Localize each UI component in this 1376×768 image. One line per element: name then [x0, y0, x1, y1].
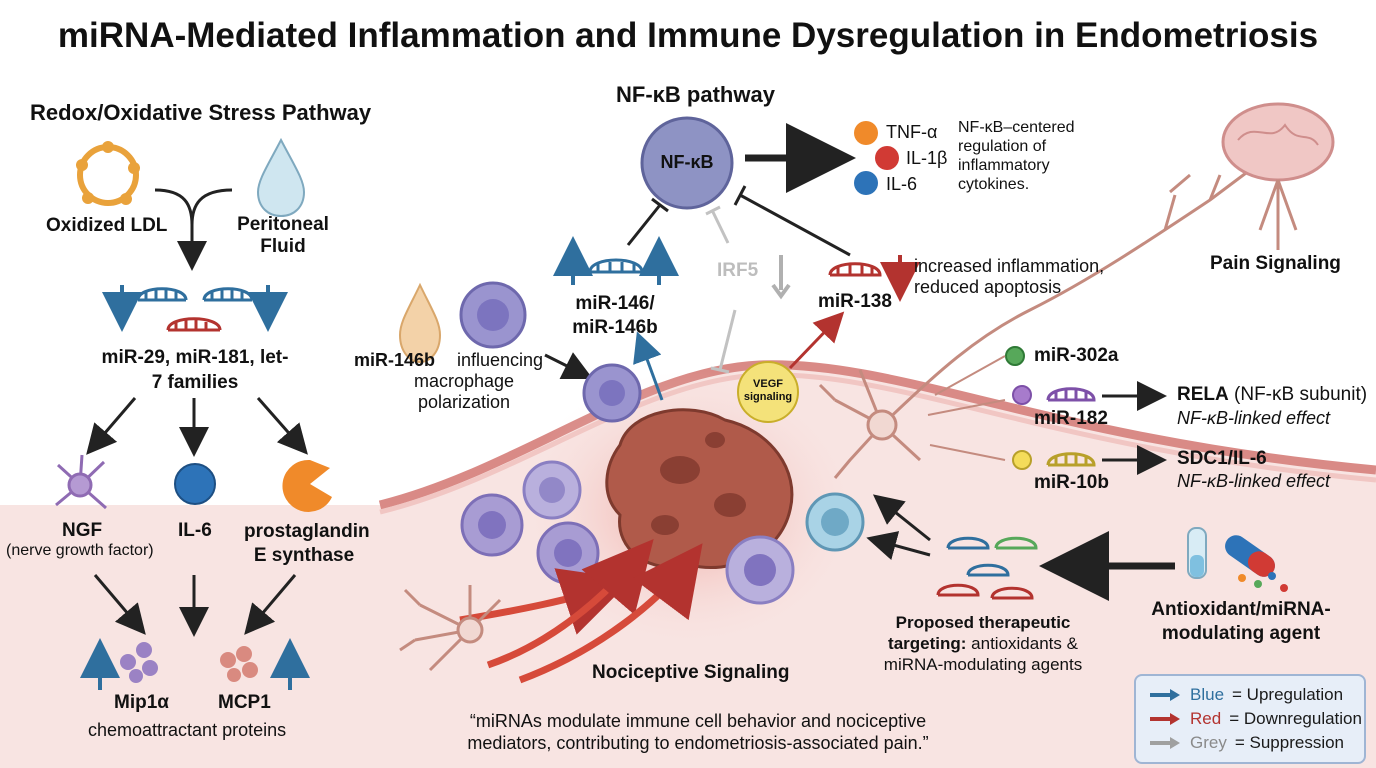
page-title: miRNA-Mediated Inflammation and Immune D… — [57, 16, 1319, 55]
oxidized-ldl-icon — [76, 141, 140, 206]
sdc1-label: SDC1/IL-6 — [1177, 448, 1267, 469]
therapeutic-mirna-cluster — [936, 536, 1038, 600]
mir138-label: miR-138 — [818, 291, 892, 312]
chemoattractant-label: chemoattractant proteins — [88, 720, 287, 740]
irf5-suppression — [705, 205, 730, 244]
mir182-label: miR-182 — [1034, 408, 1108, 429]
nfkb-heading: NF-κB pathway — [616, 82, 775, 107]
peritoneal-fluid-label: Peritoneal Fluid — [237, 214, 329, 257]
mip1a-label: Mip1α — [114, 692, 169, 713]
macrophage-cell-icon — [459, 281, 527, 349]
mir138-hairpin — [828, 262, 882, 277]
tnfa-label: TNF-α — [886, 122, 938, 142]
pge-synthase-label: prostaglandin E synthase — [244, 521, 370, 566]
ngf-label: NGF — [62, 520, 103, 541]
capsule-icon — [1225, 535, 1288, 592]
il6-ball-icon — [174, 463, 216, 505]
mirna-hairpins-left — [136, 287, 254, 332]
mir146-hairpin — [588, 258, 644, 274]
mir146-inhibits-nfkb — [626, 197, 669, 246]
legend-row-blue: Blue = Upregulation — [1148, 685, 1343, 705]
macrophage-arrow — [544, 352, 594, 380]
mir182-dot — [1012, 385, 1032, 405]
brain-icon — [1221, 102, 1335, 250]
legend-row-red: Red = Downregulation — [1148, 709, 1362, 729]
tissue-membrane — [378, 360, 1376, 510]
legend-blue-desc: = Upregulation — [1232, 685, 1344, 704]
therapeutic-to-cells-arrow-1 — [866, 531, 931, 560]
therapeutic-rest: antioxidants & miRNA-modulating agents — [883, 634, 1083, 674]
macrophage-cell-small-icon — [582, 363, 642, 423]
vegf-to-mir138-arrow — [788, 311, 845, 370]
mir146-label: miR-146/ miR-146b — [572, 293, 658, 338]
rela-sub: (NF-κB subunit) — [1234, 384, 1368, 405]
legend-red-label: Red — [1190, 709, 1222, 728]
mir138-inhibits-nfkb — [733, 185, 851, 257]
rela-name: RELA — [1177, 384, 1229, 405]
therapeutic-to-cells-arrow-2 — [872, 494, 931, 542]
peritoneal-fluid-icon — [256, 137, 306, 218]
pain-signaling-heading: Pain Signaling — [1210, 253, 1341, 274]
pain-neuron — [818, 168, 1251, 479]
rela-effect-label: NF-κB-linked effect — [1177, 408, 1331, 428]
mir10b-dot — [1012, 450, 1032, 470]
nfkb-node — [640, 116, 734, 210]
mcp1-icon — [220, 646, 258, 682]
mip1a-icon — [120, 642, 158, 683]
mir302a-dot — [1005, 346, 1025, 366]
legend-grey-arrow-icon — [1150, 737, 1180, 749]
mcp1-label: MCP1 — [218, 692, 271, 713]
irf5-to-vegf-suppression — [710, 309, 737, 374]
agent-label: Antioxidant/miRNA-modulating agent — [1151, 599, 1331, 644]
legend-box: Blue = Upregulation Red = Downregulation G… — [1134, 674, 1366, 764]
legend-blue-arrow-icon — [1150, 689, 1180, 701]
nociceptive-neuron — [399, 585, 502, 672]
therapeutic-bold: Proposed therapeutic targeting: — [888, 613, 1071, 653]
legend-grey-label: Grey — [1190, 733, 1227, 752]
nociceptive-signaling-label: Nociceptive Signaling — [592, 662, 790, 683]
immune-cells — [460, 460, 865, 605]
nfkb-node-label: NF-κB — [660, 152, 714, 172]
lesion-to-mir146-arrow — [633, 331, 664, 401]
legend-red-desc: = Downregulation — [1229, 709, 1362, 728]
nociceptive-arrow-3 — [518, 543, 703, 684]
macrophage-droplet-icon — [398, 282, 442, 364]
mir10b-hairpin — [1046, 452, 1096, 467]
nfkb-note: NF-κB–centered regulation of inflammator… — [958, 119, 1075, 193]
mir182-hairpin — [1046, 387, 1096, 402]
tnfa-icon — [854, 121, 878, 145]
legend-row-grey: Grey = Suppression — [1148, 733, 1344, 753]
ngf-full-label: (nerve growth factor) — [6, 542, 154, 559]
therapeutic-label: Proposed therapeutic targeting: antioxid… — [868, 612, 1098, 675]
pge-synthase-icon — [282, 459, 332, 512]
legend-blue-label: Blue — [1190, 685, 1225, 704]
oxidized-ldl-label: Oxidized LDL — [46, 215, 168, 236]
irf5-label: IRF5 — [717, 260, 759, 281]
il6-label-nfkb: IL-6 — [886, 174, 918, 194]
macrophage-polarization-label: influencing macrophage polarization — [413, 350, 544, 412]
nociceptive-arrow-2 — [486, 539, 654, 669]
ngf-neuron-icon — [55, 454, 107, 510]
sdc1-effect-label: NF-κB-linked effect — [1177, 471, 1331, 491]
il6-icon-nfkb — [854, 171, 878, 195]
quote-text: “miRNAs modulate immune cell behavior an… — [467, 711, 929, 753]
il1b-icon — [875, 146, 899, 170]
mir10b-label: miR-10b — [1034, 472, 1109, 493]
rela-label: RELA (NF-κB subunit) — [1177, 384, 1367, 406]
vegf-node — [737, 361, 799, 423]
mir138-effect-label: increased inflammation, reduced apoptosi… — [914, 256, 1105, 297]
il6-label-left: IL-6 — [178, 520, 212, 541]
endometriotic-lesion — [605, 408, 794, 570]
test-tube-icon — [1187, 527, 1207, 579]
vegf-label: VEGF signaling — [743, 378, 793, 403]
mir302a-label: miR-302a — [1034, 345, 1119, 366]
mir146b-macrophage-label: miR-146b — [354, 350, 436, 370]
mirna-families-label: miR-29, miR-181, let-7 families — [101, 347, 289, 393]
legend-red-arrow-icon — [1150, 713, 1180, 725]
legend-grey-desc: = Suppression — [1234, 733, 1344, 752]
redox-heading: Redox/Oxidative Stress Pathway — [30, 100, 372, 125]
il1b-label: IL-1β — [906, 148, 948, 168]
